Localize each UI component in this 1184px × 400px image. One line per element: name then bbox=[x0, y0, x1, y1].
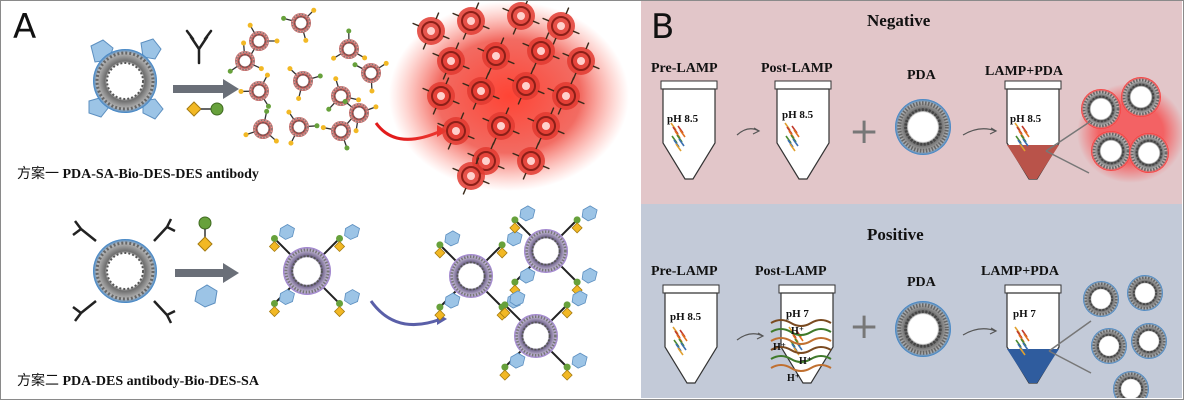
process-arrow bbox=[962, 128, 997, 136]
zoom-line bbox=[1048, 320, 1092, 352]
zoom-line bbox=[1045, 120, 1092, 152]
biotin-des-stack-icon bbox=[197, 216, 213, 252]
pos-tube3-ph: pH 7 bbox=[1013, 308, 1036, 320]
purple-vesicle bbox=[524, 229, 568, 273]
network-vesicle bbox=[249, 31, 269, 51]
pos-tube2-ph: pH 7 bbox=[786, 308, 809, 320]
purple-vesicle bbox=[514, 314, 558, 358]
biotin-des-icon bbox=[186, 101, 224, 117]
scheme2-prefix: 方案二 bbox=[17, 373, 59, 389]
network-vesicle bbox=[235, 51, 255, 71]
proton-label-1: H⁺ bbox=[791, 326, 805, 337]
pos-label-post-lamp: Post-LAMP bbox=[755, 264, 827, 279]
neg-tube1-ph: pH 8.5 bbox=[667, 113, 699, 125]
scheme1-caption: 方案一 PDA-SA-Bio-DES-DES antibody bbox=[17, 163, 259, 183]
scheme2-network bbox=[434, 205, 598, 381]
antibody-icon bbox=[185, 29, 213, 65]
blue-pda-vesicle bbox=[1083, 281, 1119, 317]
scheme1-network bbox=[227, 7, 389, 151]
neg-tube2-ph: pH 8.5 bbox=[782, 109, 814, 121]
process-arrow bbox=[736, 333, 764, 341]
scheme1-text: PDA-SA-Bio-DES-DES antibody bbox=[62, 167, 259, 182]
neg-plus-sign: + bbox=[849, 111, 880, 152]
neg-label-pda: PDA bbox=[907, 68, 936, 83]
proton-label-3: H⁺ bbox=[799, 356, 813, 367]
scheme2-assembled-vesicle bbox=[268, 224, 360, 318]
neg-tube-lamp-pda bbox=[1004, 80, 1062, 180]
neg-tube-post-lamp bbox=[774, 80, 832, 180]
pos-label-pda: PDA bbox=[907, 275, 936, 290]
scheme2-reaction-arrow bbox=[175, 263, 239, 283]
dna-strand bbox=[770, 328, 832, 336]
pos-tube-lamp-pda bbox=[1004, 284, 1062, 384]
neg-tube-pre-lamp bbox=[660, 80, 718, 180]
dna-strand bbox=[770, 346, 832, 354]
scheme1-reaction-arrow bbox=[173, 79, 239, 99]
panel-b: B Negative Positive Pre-LAMP Post-LAMP P… bbox=[641, 1, 1182, 398]
pos-tube-pre-lamp bbox=[662, 284, 720, 384]
network-vesicle bbox=[339, 39, 359, 59]
proton-label-2: H⁺ bbox=[773, 342, 787, 353]
panel-a: A bbox=[1, 1, 641, 398]
network-vesicle bbox=[253, 119, 273, 139]
network-vesicle bbox=[331, 121, 351, 141]
scheme2-text: PDA-DES antibody-Bio-DES-SA bbox=[62, 374, 259, 389]
neg-label-post-lamp: Post-LAMP bbox=[761, 61, 833, 76]
pos-pda-vesicle bbox=[895, 301, 951, 357]
panel-b-letter: B bbox=[651, 7, 675, 47]
blue-pda-vesicle bbox=[1113, 371, 1149, 398]
network-vesicle bbox=[291, 13, 311, 33]
scheme1-prefix: 方案一 bbox=[17, 166, 59, 182]
network-vesicle bbox=[331, 86, 351, 106]
streptavidin-icon bbox=[194, 284, 218, 308]
positive-title: Positive bbox=[867, 225, 924, 244]
red-pda-vesicle bbox=[1091, 131, 1131, 171]
scheme2-start-vesicle bbox=[72, 218, 176, 324]
pos-plus-sign: + bbox=[849, 306, 880, 347]
neg-pda-vesicle bbox=[895, 99, 951, 155]
process-arrow bbox=[962, 328, 997, 336]
zoom-line bbox=[1048, 350, 1092, 374]
network-vesicle bbox=[349, 103, 369, 123]
dna-strand bbox=[770, 364, 832, 372]
blue-pda-vesicle bbox=[1127, 275, 1163, 311]
negative-title: Negative bbox=[867, 11, 931, 30]
scheme1-start-vesicle bbox=[88, 38, 164, 120]
scheme1-red-aggregate bbox=[389, 1, 629, 195]
dna-strand bbox=[770, 337, 832, 345]
dna-strand bbox=[770, 319, 832, 327]
neg-tube3-ph: pH 8.5 bbox=[1010, 113, 1042, 125]
network-vesicle bbox=[361, 63, 381, 83]
neg-label-pre-lamp: Pre-LAMP bbox=[651, 61, 718, 76]
pos-label-pre-lamp: Pre-LAMP bbox=[651, 264, 718, 279]
red-pda-vesicle bbox=[1081, 89, 1121, 129]
purple-vesicle bbox=[283, 247, 331, 295]
red-pda-vesicle bbox=[1129, 133, 1169, 173]
panel-b-illustration bbox=[660, 77, 1182, 398]
network-vesicle bbox=[289, 117, 309, 137]
zoom-line bbox=[1045, 150, 1090, 174]
blue-pda-vesicle bbox=[1131, 323, 1167, 359]
network-vesicle bbox=[249, 81, 269, 101]
pos-tube1-ph: pH 8.5 bbox=[670, 311, 702, 323]
red-pda-vesicle bbox=[1121, 77, 1161, 117]
blue-pda-vesicle bbox=[1091, 328, 1127, 364]
purple-vesicle bbox=[449, 254, 493, 298]
pos-label-lamp-pda: LAMP+PDA bbox=[981, 264, 1059, 279]
dna-strand bbox=[770, 355, 832, 363]
proton-label-4: H⁺ bbox=[787, 373, 801, 384]
network-vesicle bbox=[293, 71, 313, 91]
scheme2-curved-arrow bbox=[369, 300, 442, 327]
panel-a-illustration bbox=[72, 1, 629, 381]
scheme2-caption: 方案二 PDA-DES antibody-Bio-DES-SA bbox=[17, 370, 259, 390]
neg-label-lamp-pda: LAMP+PDA bbox=[985, 64, 1063, 79]
panel-a-letter: A bbox=[13, 7, 37, 47]
